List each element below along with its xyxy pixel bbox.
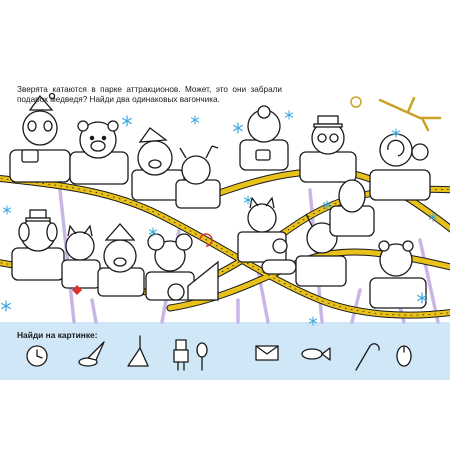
mouse-icon	[396, 345, 412, 367]
bottom-row-cars	[11, 179, 427, 309]
balalaika-icon	[127, 335, 149, 367]
find-label: Найди на картинке:	[17, 330, 98, 340]
microphone-icon	[196, 342, 208, 371]
nutcracker-icon	[173, 339, 189, 371]
clock-icon	[26, 345, 48, 367]
find-strip	[0, 322, 450, 380]
branch	[350, 96, 442, 132]
instruction-text: Зверята катаются в парке аттракционов. М…	[17, 85, 282, 105]
fish-icon	[301, 347, 331, 361]
top-row-cars	[9, 92, 431, 209]
candy-cane-icon	[355, 343, 380, 371]
envelope-icon	[255, 345, 279, 361]
red-accents	[72, 233, 213, 295]
quill-pen-icon	[78, 341, 105, 367]
